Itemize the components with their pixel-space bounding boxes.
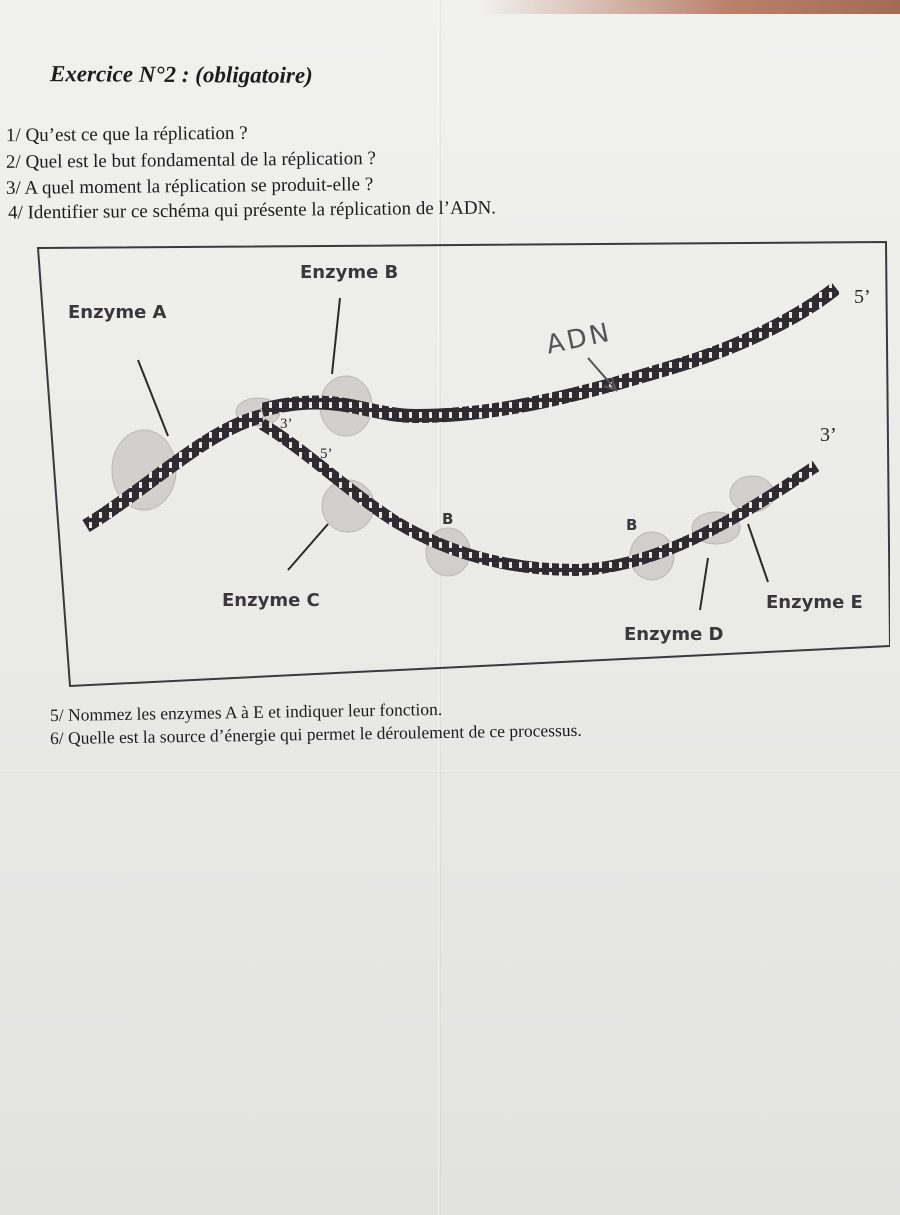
label-enzyme-c: Enzyme C bbox=[222, 590, 320, 611]
end-label-fork-bottom: 5’ bbox=[320, 446, 333, 462]
dna-replication-diagram: Enzyme A Enzyme B Enzyme C Enzyme D Enzy… bbox=[36, 240, 890, 688]
dna-parental-duplex bbox=[82, 409, 264, 533]
label-enzyme-a: Enzyme A bbox=[68, 302, 167, 323]
leader-enzyme-b bbox=[331, 297, 341, 375]
leader-enzyme-e bbox=[747, 523, 769, 583]
leader-enzyme-d bbox=[699, 557, 709, 611]
label-b-left: B bbox=[442, 510, 454, 528]
label-enzyme-d: Enzyme D bbox=[624, 624, 724, 645]
leader-enzyme-c bbox=[287, 523, 329, 571]
label-enzyme-b: Enzyme B bbox=[300, 262, 399, 283]
table-background bbox=[480, 0, 900, 14]
paper-fold-horizontal bbox=[0, 770, 900, 773]
end-label-lower-right: 3’ bbox=[820, 424, 837, 446]
question-2: 2/ Quel est le but fondamental de la rép… bbox=[5, 148, 376, 173]
diagram-drawing bbox=[36, 240, 890, 688]
dna-bottom-strand bbox=[258, 418, 820, 577]
adn-hand-arrow bbox=[587, 357, 618, 392]
exercise-title: Exercice N°2 : (obligatoire) bbox=[49, 61, 313, 88]
leader-enzyme-a bbox=[137, 359, 169, 437]
question-3: 3/ A quel moment la réplication se produ… bbox=[5, 174, 374, 199]
diagram-frame bbox=[36, 240, 890, 688]
question-4: 4/ Identifier sur ce schéma qui présente… bbox=[7, 197, 497, 224]
end-label-top-right: 5’ bbox=[854, 286, 871, 308]
question-1: 1/ Qu’est ce que la réplication ? bbox=[5, 122, 248, 147]
paper-fold-vertical bbox=[438, 0, 441, 1215]
dna-top-strand bbox=[260, 282, 841, 424]
end-label-fork-top: 3’ bbox=[280, 416, 293, 432]
label-b-right: B bbox=[626, 516, 638, 534]
label-enzyme-e: Enzyme E bbox=[766, 592, 863, 613]
